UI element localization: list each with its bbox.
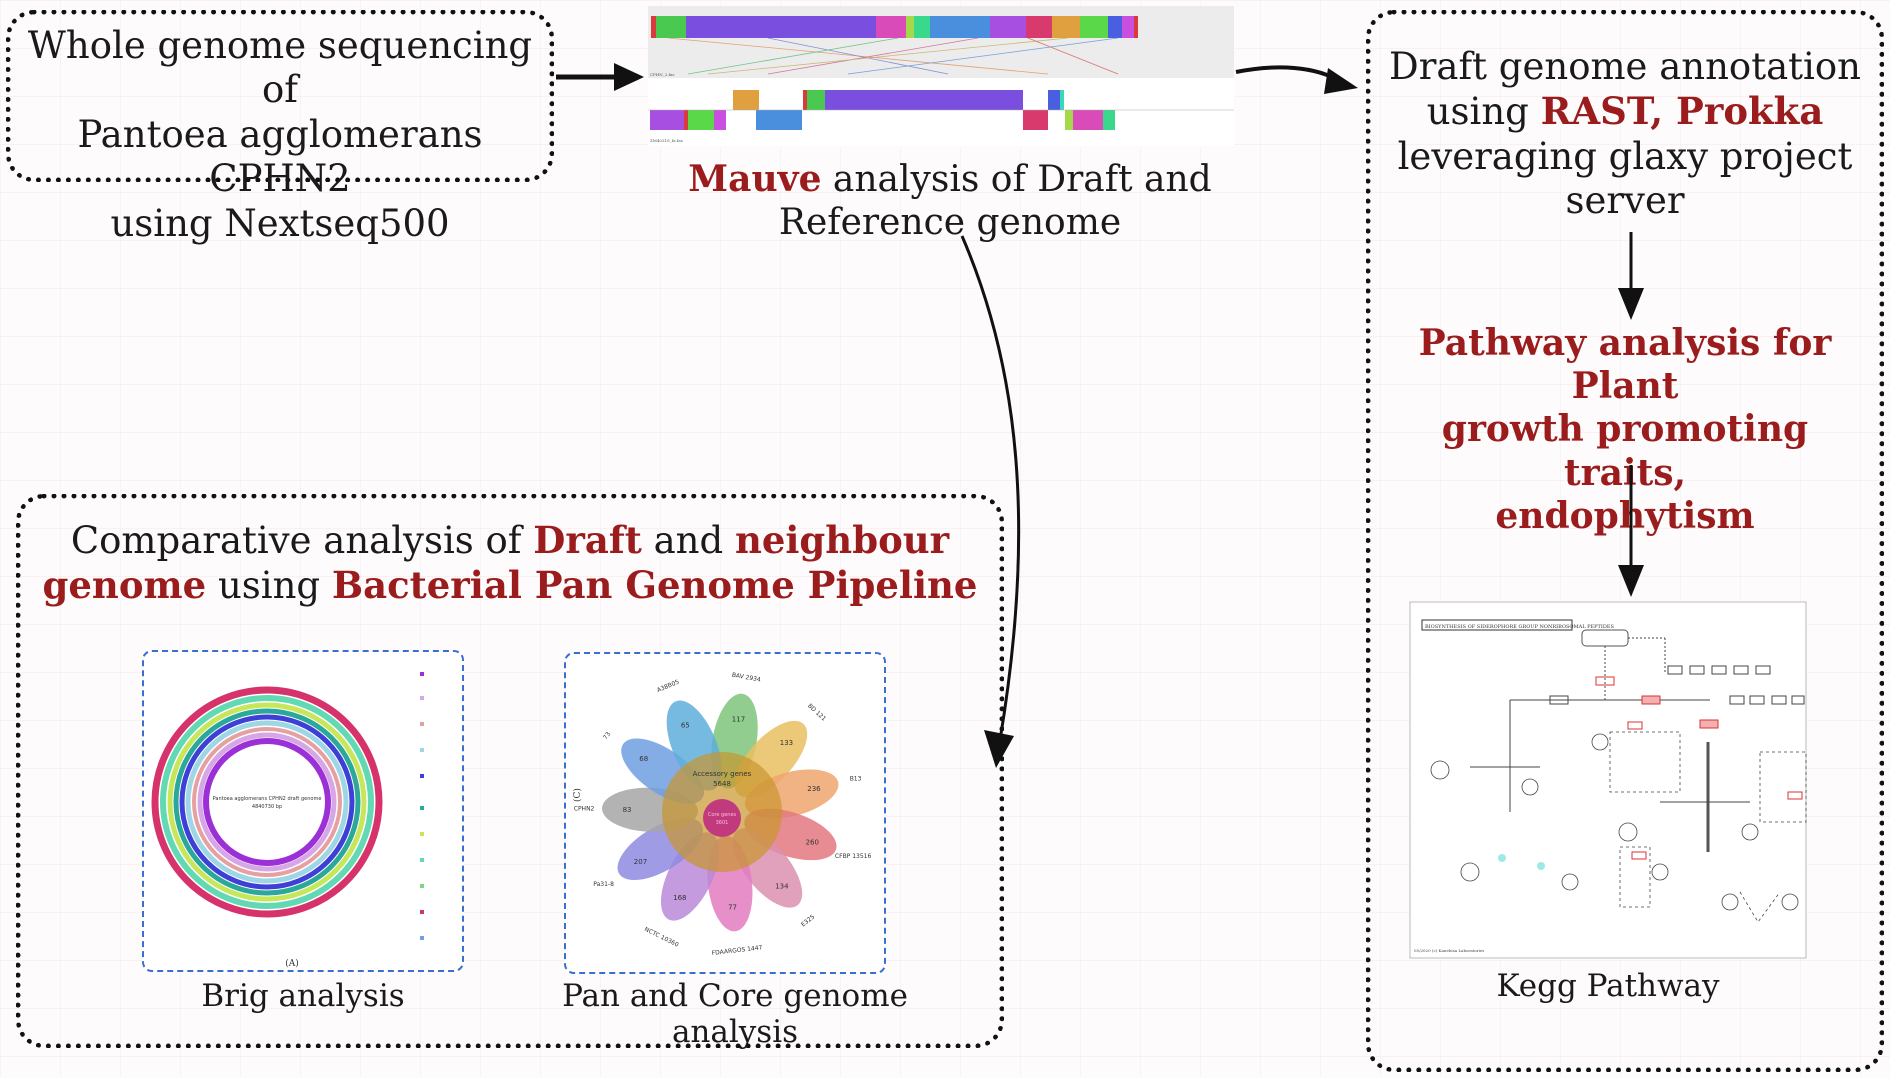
petal-genome-label: NCTC 10360 [643, 926, 680, 949]
mauve-caption: Mauve analysis of Draft and Reference ge… [660, 158, 1240, 244]
petal-genome-label: A38B05 [656, 678, 681, 694]
petal-count: 77 [728, 903, 737, 911]
petal-count: 236 [807, 785, 821, 793]
comparative-highlight-genome: genome [42, 563, 207, 608]
pathway-line-3: endophytism [1495, 494, 1755, 537]
brig-caption: Brig analysis [201, 978, 405, 1014]
annotation-line-4: server [1565, 179, 1685, 223]
petal-genome-label: CPHN2 [574, 806, 595, 813]
petal-genome-label: FDAARGOS 1447 [711, 944, 763, 957]
brig-center-title: Pantoea agglomerans CPHN2 draft genome [213, 796, 322, 802]
arrow-pathway-to-kegg [1618, 465, 1644, 597]
petal-count: 117 [732, 715, 745, 723]
sequencing-line-1: Whole genome sequencing of [27, 24, 533, 112]
pathway-line-2: growth promoting traits, [1441, 408, 1809, 494]
petal-genome-label: CFBP 13516 [835, 853, 872, 860]
petal-genome-label: 73 [602, 731, 612, 741]
petal-count: 133 [780, 739, 793, 747]
kegg-map-title: BIOSYNTHESIS OF SIDEROPHORE GROUP NONRIB… [1425, 624, 1615, 630]
mauve-caption-rest: analysis of Draft and [821, 159, 1212, 200]
comparative-text-3: using [206, 564, 332, 608]
mauve-alignment-figure: CPHN_2.fas ZM4031S_fa.fas [648, 6, 1234, 146]
petal-genome-label: BD 121 [806, 702, 827, 722]
accessory-genes-label: Accessory genes [693, 770, 752, 778]
arrow-annotation-to-pathway [1618, 232, 1644, 320]
comparative-text-2: and [641, 519, 735, 562]
comparative-text-1: Comparative analysis of [70, 519, 534, 562]
brig-circular-map: Pantoea agglomerans CPHN2 draft genome 4… [151, 672, 424, 969]
pancore-panel-label: (C) [572, 788, 583, 802]
annotation-prefix: using [1426, 90, 1541, 134]
comparative-title: Comparative analysis of Draft and neighb… [30, 518, 990, 609]
annotation-line-3: leveraging glaxy project [1397, 134, 1853, 178]
brig-center-length: 4840730 bp [252, 804, 282, 810]
pathway-line-1: Pathway analysis for Plant [1418, 322, 1832, 408]
core-genes-count: 3601 [716, 820, 729, 826]
sequencing-line-3: using Nextseq500 [110, 201, 450, 245]
petal-count: 83 [623, 806, 632, 814]
petal-count: 134 [775, 883, 789, 891]
petal-genome-label: B13 [850, 775, 862, 782]
arrow-sequencing-to-mauve [556, 63, 644, 91]
petal-count: 260 [806, 839, 819, 847]
annotation-tools: RAST, Prokka [1540, 89, 1824, 134]
sequencing-text: Whole genome sequencing of Pantoea agglo… [20, 24, 540, 246]
petal-count: 207 [634, 858, 647, 866]
mauve-reference-label: CPHN_2.fas [650, 72, 674, 77]
svg-text:05/2020 (c) Kanehisa Laborator: 05/2020 (c) Kanehisa Laboratories [1414, 948, 1484, 953]
petal-count: 168 [673, 894, 686, 902]
brig-legend [420, 672, 424, 940]
annotation-line-1: Draft genome annotation [1389, 45, 1861, 88]
petal-genome-label: Pa31-8 [593, 881, 614, 888]
core-genes-circle [703, 799, 741, 837]
comparative-highlight-draft: Draft [533, 518, 642, 562]
sequencing-box [6, 10, 554, 182]
petal-count: 65 [681, 721, 690, 729]
pancore-caption: Pan and Core genome analysis [562, 978, 908, 1050]
mauve-draft-label: ZM4031S_fa.fas [650, 138, 683, 143]
petal-count: 68 [639, 755, 648, 763]
draft-blocks [650, 90, 1115, 130]
arrow-mauve-to-annotation [1235, 65, 1358, 94]
annotation-pathway-box [1366, 10, 1884, 1072]
kegg-pathway-map: BIOSYNTHESIS OF SIDEROPHORE GROUP NONRIB… [1409, 601, 1807, 959]
reference-blocks [651, 16, 1138, 38]
petal-genome-label: BAV 2934 [731, 672, 761, 684]
brig-rings [151, 686, 383, 918]
comparative-highlight-pipeline: Bacterial Pan Genome Pipeline [331, 563, 978, 608]
comparative-analysis-box [16, 494, 1004, 1048]
sequencing-line-2: Pantoea agglomerans CPHN2 [77, 112, 483, 201]
kegg-caption: Kegg Pathway [1496, 968, 1720, 1004]
core-genes-label: Core genes [708, 812, 737, 818]
comparative-highlight-neighbour: neighbour [734, 518, 950, 562]
petal-genome-label: E325 [800, 913, 816, 928]
pathway-text: Pathway analysis for Plant growth promot… [1380, 322, 1870, 538]
mauve-highlight: Mauve [688, 158, 822, 200]
brig-panel-label: (A) [285, 958, 299, 969]
accessory-genes-count: 5648 [713, 780, 731, 788]
annotation-text: Draft genome annotation using RAST, Prok… [1380, 45, 1870, 224]
mauve-caption-line-2: Reference genome [778, 202, 1122, 244]
